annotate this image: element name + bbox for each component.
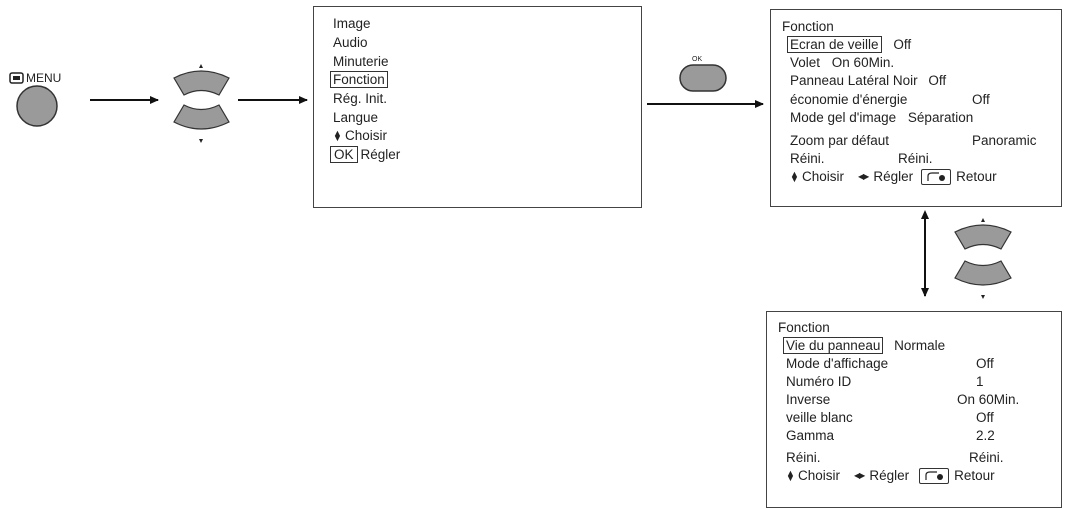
menu-row[interactable]: Volet On 60Min. — [790, 54, 894, 72]
row-value: Panoramic — [972, 133, 1037, 148]
nav-adjust-label: Régler — [869, 468, 910, 483]
row-value: On 60Min. — [831, 55, 895, 70]
main-menu-panel: Image Audio Minuterie Fonction Rég. Init… — [313, 6, 642, 208]
down-button-2[interactable] — [954, 260, 1012, 286]
main-menu-item[interactable]: Audio — [333, 35, 368, 50]
left-right-icon: ◀▶ — [858, 172, 869, 181]
nav-return-label: Retour — [956, 169, 997, 184]
nav-bar: ▲▼ Choisir ◀▶ Régler Retour — [790, 168, 997, 186]
menu-row-selected[interactable]: Ecran de veille Off — [787, 36, 912, 54]
main-menu-item[interactable]: Langue — [333, 110, 379, 125]
menu-row[interactable]: Numéro ID — [786, 373, 851, 391]
ok-key-icon: OK — [330, 146, 358, 163]
left-right-icon: ◀▶ — [854, 471, 865, 480]
row-label: Mode d'affichage — [786, 356, 889, 371]
selection-highlight: Fonction — [330, 71, 388, 88]
row-value: Réini. — [898, 151, 933, 166]
up-button-2[interactable] — [954, 224, 1012, 250]
fonction-menu-panel-2: Fonction Vie du panneau Normale Mode d'a… — [766, 311, 1062, 508]
nav-choose-label: Choisir — [798, 468, 841, 483]
up-down-icon: ▲▼ — [786, 468, 795, 484]
menu-row-selected[interactable]: Vie du panneau Normale — [783, 337, 946, 355]
nav-adjust-label: Régler — [873, 169, 914, 184]
row-value: Séparation — [907, 110, 974, 125]
row-value: Off — [972, 92, 990, 107]
up-down-icon: ▲▼ — [790, 169, 799, 185]
menu-title: Fonction — [778, 320, 830, 335]
row-value: Off — [928, 73, 947, 88]
main-menu-item[interactable]: Rég. Init. — [333, 91, 388, 106]
nav-choose-label: Choisir — [802, 169, 845, 184]
menu-title: Fonction — [782, 19, 834, 34]
row-label: Numéro ID — [786, 374, 852, 389]
menu-row[interactable]: Réini. — [786, 449, 821, 467]
selection-highlight: Ecran de veille — [787, 36, 882, 53]
row-label: Gamma — [786, 428, 835, 443]
down-button-1[interactable] — [173, 104, 230, 130]
row-value: Off — [976, 410, 994, 425]
row-value: Normale — [894, 338, 946, 353]
menu-row[interactable]: Mode d'affichage — [786, 355, 888, 373]
row-label: Réini. — [786, 450, 821, 465]
main-menu-item[interactable]: Image — [333, 16, 371, 31]
menu-row[interactable]: Inverse — [786, 391, 830, 409]
row-value: 1 — [976, 374, 984, 389]
menu-row[interactable]: Réini. — [790, 150, 825, 168]
menu-row[interactable]: économie d'énergie — [790, 91, 907, 109]
row-label: Volet — [790, 55, 821, 70]
row-value: On 60Min. — [957, 392, 1020, 407]
row-label: économie d'énergie — [790, 92, 908, 107]
selection-highlight: Vie du panneau — [783, 337, 884, 354]
menu-row[interactable]: Panneau Latéral Noir Off — [790, 72, 946, 90]
row-label: Panneau Latéral Noir — [790, 73, 918, 88]
menu-row[interactable]: Mode gel d'image Séparation — [790, 109, 973, 127]
menu-icon — [9, 72, 24, 84]
menu-row[interactable]: Gamma — [786, 427, 834, 445]
up-down-icon: ▲▼ — [333, 128, 342, 144]
row-value: 2.2 — [976, 428, 995, 443]
menu-row[interactable]: veille blanc — [786, 409, 853, 427]
ok-button[interactable] — [679, 64, 727, 92]
return-icon — [919, 468, 950, 485]
fonction-menu-panel-1: Fonction Ecran de veille Off Volet On 60… — [770, 9, 1062, 207]
ok-button-label: OK — [692, 56, 703, 63]
up-arrow-icon-1 — [199, 64, 203, 68]
nav-ok-label: Régler — [360, 147, 401, 162]
down-arrow-icon-2 — [981, 295, 985, 299]
menu-button[interactable] — [16, 85, 58, 127]
menu-row[interactable]: Zoom par défaut — [790, 132, 889, 150]
up-arrow-icon-2 — [981, 218, 985, 222]
row-label: Zoom par défaut — [790, 133, 890, 148]
main-menu-item[interactable]: Minuterie — [333, 54, 389, 69]
row-label: Réini. — [790, 151, 825, 166]
row-value: Off — [893, 37, 912, 52]
nav-return-label: Retour — [954, 468, 995, 483]
up-button-1[interactable] — [173, 70, 230, 96]
menu-button-label: MENU — [26, 71, 62, 85]
nav-bar: ▲▼ Choisir ◀▶ Régler Retour — [786, 467, 995, 485]
row-value: Off — [976, 356, 994, 371]
nav-hint-choose: ▲▼ Choisir — [333, 127, 387, 145]
nav-choose-label: Choisir — [345, 128, 388, 143]
return-icon — [921, 169, 952, 186]
row-value: Réini. — [969, 450, 1004, 465]
row-label: Mode gel d'image — [790, 110, 897, 125]
row-label: veille blanc — [786, 410, 853, 425]
main-menu-item-selected[interactable]: Fonction — [330, 71, 388, 89]
row-label: Inverse — [786, 392, 831, 407]
down-arrow-icon-1 — [199, 139, 203, 143]
